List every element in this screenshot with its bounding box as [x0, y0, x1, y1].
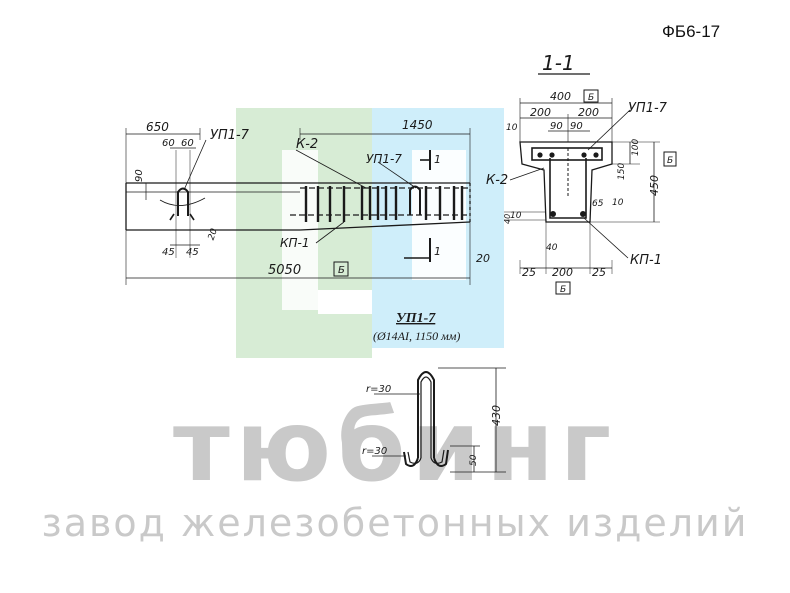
dim-200-bottom: 200	[552, 266, 573, 279]
dim-60-left: 60	[162, 138, 175, 149]
dim-90: 90	[134, 169, 145, 182]
dim-40-vert: 40	[503, 214, 512, 224]
section-title: 1-1	[542, 51, 575, 75]
loop-bar-outer	[417, 371, 435, 458]
dim-40-bottom: 40	[546, 243, 558, 253]
dim-200-top-right: 200	[578, 106, 599, 119]
section-mark-top: 1	[434, 153, 441, 166]
lifting-loop-mid	[409, 185, 421, 215]
section-scale-side: Б	[667, 156, 673, 166]
dim-20-right: 20	[476, 252, 490, 265]
dim-10-bottom: 10	[510, 211, 522, 221]
dim-90-right: 90	[570, 121, 583, 132]
loop-detail-spec: (Ø14АI, 1150 мм)	[373, 329, 460, 343]
section-top-stirrup	[531, 147, 603, 161]
dim-65: 65	[592, 199, 604, 209]
dim-1450: 1450	[402, 118, 433, 132]
cross-section	[504, 73, 677, 295]
lifting-loop-left	[177, 187, 189, 216]
loop-hook-right	[433, 449, 449, 467]
section-label-kp1: КП-1	[630, 253, 662, 268]
label-kp1: КП-1	[280, 236, 310, 250]
section-leader-kp1	[583, 217, 629, 259]
loop-dim-430: 430	[490, 405, 503, 426]
document-code: ФБ6-17	[662, 22, 721, 41]
dim-45-right: 45	[186, 247, 199, 258]
dim-200-top-left: 200	[530, 106, 551, 119]
dim-60-right: 60	[181, 138, 194, 149]
brand-name-watermark: тюбинг	[172, 390, 618, 504]
elev-scale-box	[333, 261, 349, 277]
loop-recess	[159, 197, 206, 206]
loop-radius-top: r=30	[366, 384, 391, 395]
loop-dim-50: 50	[469, 454, 479, 466]
section-label-k2: К-2	[486, 173, 508, 188]
label-up-mid: УП1-7	[366, 152, 402, 166]
dim-5050: 5050	[268, 263, 301, 278]
loop-radius-bottom: r=30	[362, 446, 387, 457]
dim-10-left: 10	[506, 123, 518, 133]
section-label-up: УП1-7	[628, 101, 668, 116]
dim-150: 150	[617, 163, 627, 180]
dim-20-left: 20	[207, 227, 220, 241]
section-scale-top: Б	[588, 93, 594, 103]
section-labels: 1-1 400 200 200 90 90 10 10 100 150 450 …	[486, 51, 673, 295]
logo-notch	[318, 290, 372, 314]
dim-25-left: 25	[522, 266, 536, 279]
loop-detail: УП1-7 (Ø14АI, 1150 мм) r=30 r=30	[362, 311, 506, 473]
dim-450: 450	[648, 175, 661, 196]
dim-100: 100	[631, 139, 641, 156]
section-scale-box-bottom	[555, 281, 571, 295]
section-scale-bottom: Б	[560, 285, 566, 295]
dim-45-left: 45	[162, 247, 175, 258]
brand-tagline-watermark: завод железобетонных изделий	[41, 501, 749, 545]
section-mark-bottom: 1	[434, 245, 441, 258]
dim-650: 650	[146, 120, 169, 134]
leader-k2	[295, 149, 367, 189]
section-stirrup	[549, 158, 587, 219]
dim-400: 400	[550, 90, 571, 103]
dim-90-left: 90	[550, 121, 563, 132]
leader-up-left	[183, 139, 207, 191]
label-up-left: УП1-7	[210, 128, 250, 143]
section-scale-box-top	[583, 89, 599, 103]
dim-25-right: 25	[592, 266, 606, 279]
leader-kp1	[315, 221, 345, 244]
section-leader-k2	[509, 167, 545, 181]
section-leader-up	[587, 109, 631, 151]
section-scale-box-side	[663, 151, 677, 167]
label-k2: К-2	[296, 137, 318, 152]
elevation-labels: 650 1450 5050 60 60 90 45 45 20 20 УП1-7…	[134, 118, 490, 278]
dim-10-right: 10	[612, 198, 624, 208]
beam-elevation	[125, 128, 471, 285]
beam-bottom-edge	[299, 221, 471, 231]
elev-scale-label: Б	[338, 265, 345, 276]
loop-hook-left	[403, 451, 419, 467]
stirrups	[304, 186, 464, 222]
logo-watermark	[236, 108, 504, 358]
leader-up-mid	[377, 161, 417, 189]
loop-detail-title: УП1-7	[396, 311, 436, 326]
